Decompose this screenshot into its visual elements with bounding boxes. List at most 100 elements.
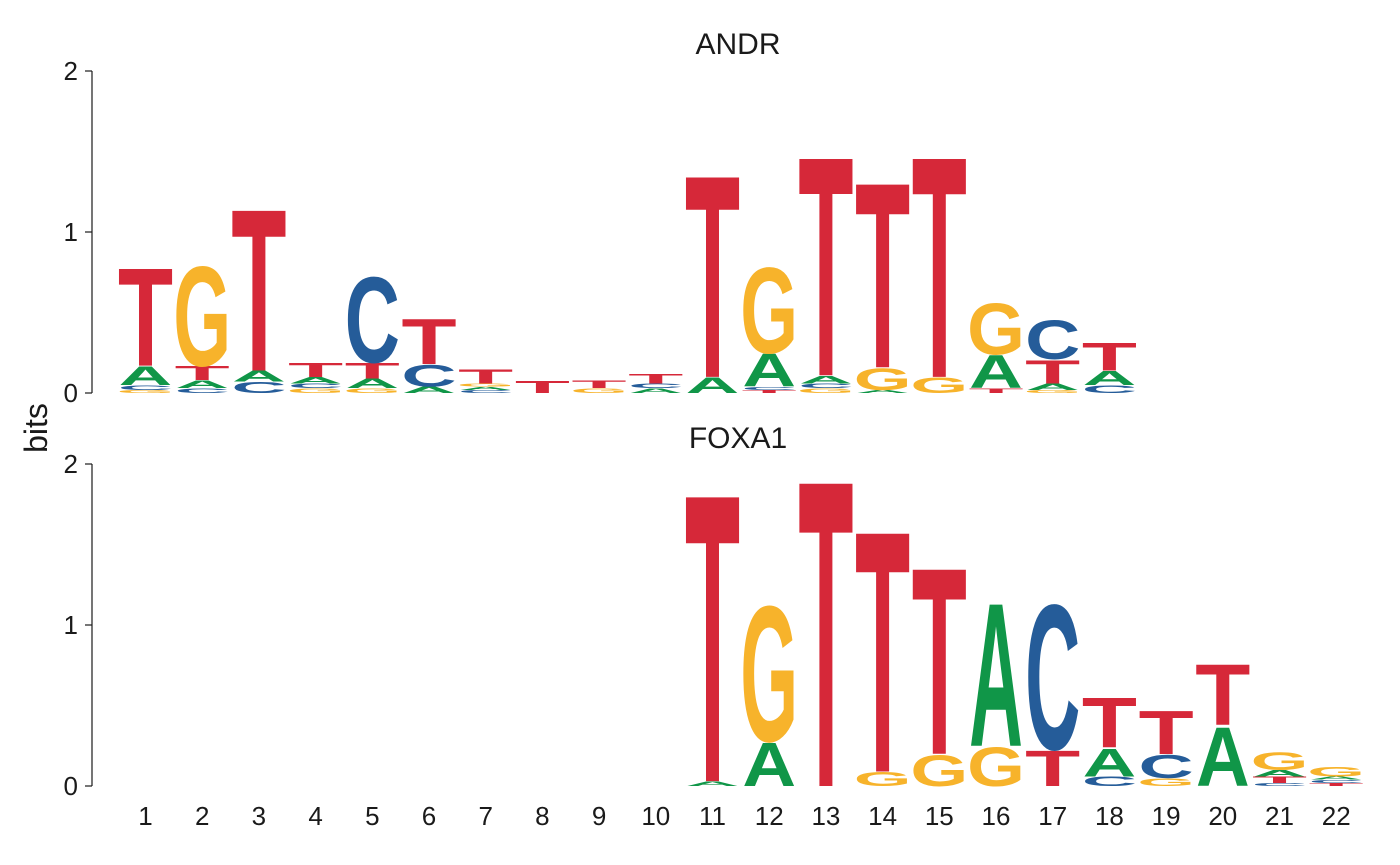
x-tick-label: 21 (1265, 801, 1294, 831)
logo-letter-t: T (288, 359, 343, 381)
logo-letter-t: T (1252, 775, 1307, 785)
logo-letter-a: A (1196, 709, 1250, 804)
logo-letter-c: C (288, 382, 343, 389)
logo-letter-c: C (798, 382, 853, 389)
logo-letter-a: A (1253, 768, 1307, 778)
logo-letter-g: G (910, 373, 968, 398)
logo-letter-c: C (175, 387, 230, 394)
logo-letter-a: A (856, 389, 910, 394)
x-tick-label: 20 (1208, 801, 1237, 831)
logo-letter-a: A (799, 373, 853, 385)
x-tick-label: 2 (195, 801, 209, 831)
logo-letter-t: T (855, 458, 910, 845)
x-tick-label: 12 (755, 801, 784, 831)
logo-letter-t: T (798, 93, 853, 444)
logo-letter-t: T (175, 362, 230, 384)
logo-letter-t: T (685, 410, 740, 865)
x-tick-label: 8 (535, 801, 549, 831)
y-tick-label: 2 (64, 449, 78, 479)
logo-letter-c: C (345, 252, 400, 389)
logo-letter-a: A (175, 378, 229, 390)
x-tick-label: 22 (1322, 801, 1351, 831)
logo-letter-a: A (1083, 367, 1137, 389)
logo-letter-c: C (1139, 748, 1194, 785)
logo-letter-t: T (345, 358, 400, 383)
x-tick-label: 5 (365, 801, 379, 831)
logo-letter-t: T (1082, 683, 1137, 763)
logo-letter-g: G (740, 243, 798, 380)
logo-letter-t: T (1025, 740, 1080, 797)
x-tick-label: 3 (252, 801, 266, 831)
logo-letter-g: G (1307, 765, 1365, 780)
logo-letter-g: G (343, 387, 401, 394)
x-tick-label: 10 (641, 801, 670, 831)
panel-title-foxa1: FOXA1 (689, 422, 787, 455)
x-tick-label: 11 (699, 801, 726, 831)
logo-letter-g: G (570, 387, 628, 394)
logo-letter-t: T (1139, 698, 1194, 767)
logo-letter-a: A (629, 387, 683, 394)
logo-letter-t: T (515, 377, 570, 397)
logo-letter-a: A (1309, 776, 1363, 781)
logo-letter-c: C (118, 384, 173, 391)
logo-letter-g: G (854, 362, 912, 397)
logo-letter-t: T (685, 116, 740, 439)
y-tick-label: 1 (64, 217, 78, 247)
logo-letter-c: C (742, 386, 797, 391)
logo-letter-t: T (1195, 646, 1250, 743)
logo-letter-g: G (967, 736, 1025, 798)
logo-letter-t: T (855, 128, 910, 424)
logo-letter-t: T (231, 162, 286, 420)
logo-letter-a: A (232, 368, 286, 385)
logo-letter-g: G (117, 389, 175, 394)
logo-letter-g: G (457, 383, 515, 388)
x-tick-label: 4 (308, 801, 322, 831)
x-tick-label: 17 (1038, 801, 1067, 831)
logo-letter-g: G (910, 746, 968, 795)
logo-letter-c: C (1309, 779, 1364, 784)
logo-letter-c: C (1082, 383, 1137, 395)
x-tick-label: 18 (1095, 801, 1124, 831)
logo-letter-a: A (119, 361, 173, 391)
logo-letter-t: T (912, 91, 967, 445)
logo-letter-t: T (572, 378, 627, 390)
x-tick-label: 14 (868, 801, 897, 831)
logo-letter-g: G (854, 768, 912, 790)
logo-letter-g: G (287, 387, 345, 394)
logo-letter-a: A (742, 345, 796, 397)
x-tick-label: 13 (811, 801, 840, 831)
logo-letter-a: A (969, 560, 1023, 790)
logo-letter-g: G (1137, 776, 1195, 788)
y-tick-label: 0 (64, 771, 78, 801)
logo-letter-t: T (1082, 334, 1137, 379)
logo-letter-g: G (797, 387, 855, 394)
logo-letter-a: A (1083, 740, 1137, 785)
logo-letter-t: T (401, 305, 456, 378)
logo-letter-c: C (1252, 782, 1307, 787)
x-tick-label: 7 (478, 801, 492, 831)
x-tick-label: 1 (138, 801, 152, 831)
y-axis-label: bits (18, 403, 54, 453)
logo-letter-a: A (969, 347, 1023, 399)
logo-letter-a: A (742, 730, 796, 800)
logo-letter-t: T (798, 390, 853, 865)
logo-letter-g: G (1024, 389, 1082, 394)
logo-letter-a: A (686, 373, 740, 398)
logo-letter-c: C (401, 359, 456, 394)
logo-letter-t: T (912, 513, 967, 812)
logo-letter-a: A (1026, 382, 1080, 392)
x-tick-label: 19 (1152, 801, 1181, 831)
logo-letter-c: C (1082, 774, 1137, 789)
logo-letter-c: C (458, 389, 513, 394)
logo-letter-a: A (686, 780, 740, 787)
logo-letter-a: A (289, 375, 343, 385)
logo-letter-c: C (1025, 563, 1080, 794)
x-tick-label: 16 (982, 801, 1011, 831)
panel-title-andr: ANDR (695, 28, 780, 61)
y-tick-label: 2 (64, 56, 78, 86)
logo-letter-t: T (628, 371, 683, 386)
logo-letter-t: T (458, 365, 513, 387)
